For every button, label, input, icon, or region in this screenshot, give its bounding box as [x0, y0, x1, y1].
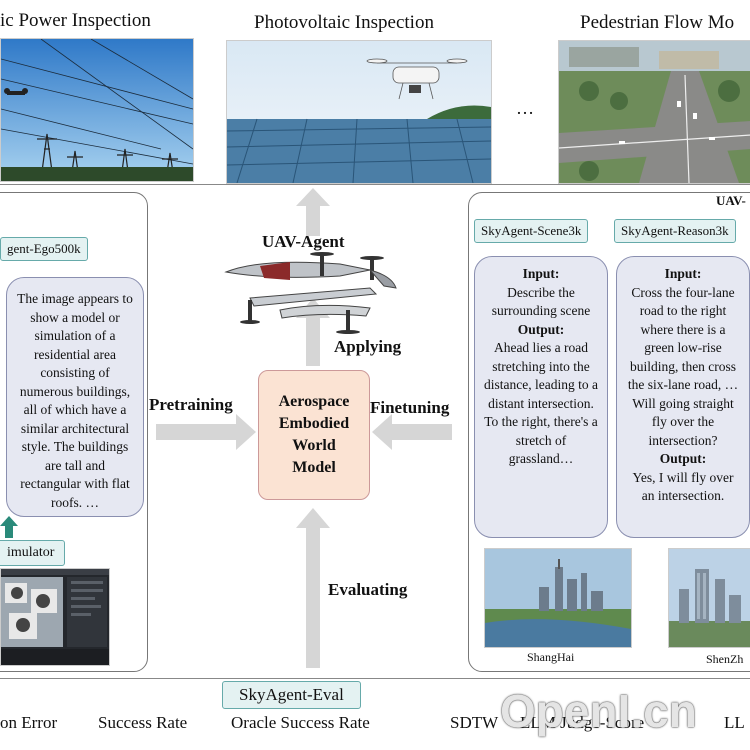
title-pedestrian-flow: Pedestrian Flow Mo: [580, 12, 735, 33]
finetuning-label: Finetuning: [370, 398, 450, 417]
skyagent-eval-tag: SkyAgent-Eval: [222, 681, 361, 709]
simulator-tag: imulator: [0, 540, 66, 566]
finetuning-arrow: [372, 414, 452, 450]
pretraining-label: Pretraining: [149, 395, 233, 414]
metric-navigation-error: on Error: [0, 713, 58, 732]
scene3k-tag: SkyAgent-Scene3k: [474, 219, 589, 243]
pretraining-arrow: [156, 414, 256, 450]
scene-input-label: Input:: [522, 266, 560, 281]
reason-output-text: Yes, I will fly over an intersection.: [632, 469, 734, 504]
reason3k-tag: SkyAgent-Reason3k: [614, 219, 736, 243]
metric-ll: LL: [724, 713, 745, 732]
pedestrian-flow-image: [558, 40, 750, 184]
metric-oracle-success-rate: Oracle Success Rate: [231, 713, 370, 732]
top-divider: [0, 184, 750, 185]
metric-llm-judge-score: LLM Judge-Score: [520, 713, 645, 732]
ego500k-tag: gent-Ego500k: [0, 237, 88, 261]
teal-up-arrow: [0, 516, 18, 538]
applying-label: Applying: [334, 337, 402, 356]
box-line-4: Model: [292, 459, 336, 476]
metric-success-rate: Success Rate: [98, 713, 188, 732]
simulator-screenshot: [0, 568, 110, 666]
uav-drone-icon: [224, 252, 397, 334]
top-arrow: [296, 188, 330, 236]
scene-input-text: Describe the surrounding scene: [491, 284, 591, 319]
bottom-divider: [0, 678, 750, 679]
watermark-logo: OpenI.cn: [500, 685, 697, 737]
right-panel-header: UAV-: [716, 193, 746, 208]
shenzhen-label: ShenZh: [706, 652, 744, 666]
title-power-inspection: ic Power Inspection: [0, 10, 151, 31]
shenzhen-image: [668, 548, 750, 648]
box-line-2: Embodied: [278, 415, 350, 432]
photovoltaic-image: [226, 40, 492, 184]
title-photovoltaic-inspection: Photovoltaic Inspection: [254, 12, 434, 33]
ellipsis: …: [516, 98, 534, 118]
metric-sdtw: SDTW: [450, 713, 499, 732]
scene-output-label: Output:: [517, 321, 565, 337]
power-inspection-image: [0, 38, 194, 182]
scene-output-text: Ahead lies a road stretching into the di…: [484, 340, 598, 466]
box-line-3: World: [292, 437, 336, 454]
reason-qa-bubble: Input: Cross the four-lane road to the r…: [616, 256, 750, 538]
left-description-bubble: The image appears to show a model or sim…: [6, 277, 144, 517]
reason-output-label: Output:: [659, 451, 707, 466]
box-line-1: Aerospace: [278, 393, 350, 410]
shanghai-image: [484, 548, 632, 648]
aerospace-world-model-box: Aerospace Embodied World Model: [258, 370, 370, 500]
shanghai-label: ShangHai: [527, 650, 575, 664]
scene-qa-bubble: Input: Describe the surrounding scene Ou…: [474, 256, 608, 538]
evaluating-arrow: [296, 508, 330, 668]
uav-agent-label: UAV-Agent: [262, 232, 345, 251]
reason-input-label: Input:: [664, 266, 702, 281]
reason-input-text: Cross the four-lane road to the right wh…: [627, 284, 739, 448]
evaluating-label: Evaluating: [328, 580, 408, 599]
